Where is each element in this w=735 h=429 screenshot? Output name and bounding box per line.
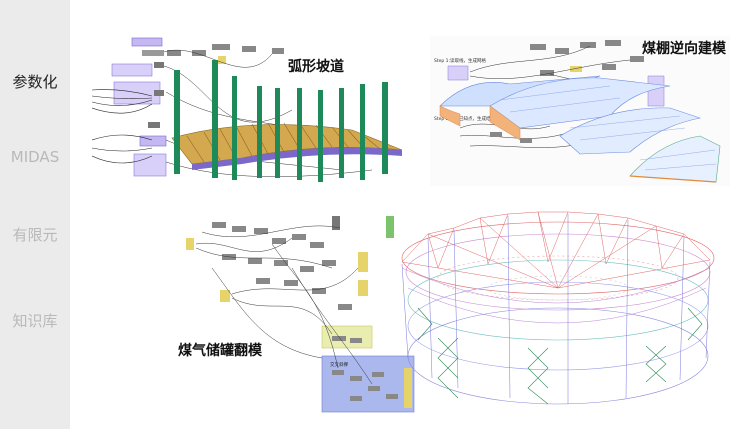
sidebar: 参数化 MIDAS 有限元 知识库 — [0, 0, 70, 429]
sidebar-item-midas[interactable]: MIDAS — [10, 148, 60, 166]
ramp-node-graph — [91, 37, 373, 177]
sidebar-item-fem[interactable]: 有限元 — [12, 226, 58, 244]
shed-step1-label: Step 1:读取线，生成网格 — [434, 57, 487, 64]
tank-3d-panel — [388, 208, 728, 408]
tank-node-graph: 交叉斜撑 — [186, 216, 415, 413]
tank-node-panel: 交叉斜撑 煤气储罐翻模 — [172, 208, 422, 414]
shed-step2-label: Step 2:根据已知点，生成结构 — [434, 115, 496, 122]
tank-group-label: 交叉斜撑 — [330, 361, 348, 368]
shed-node-graph — [447, 40, 665, 148]
shed-panel: Step 1:读取线，生成网格 Step 2:根据已知点，生成结构 煤棚逆向建模 — [430, 36, 730, 186]
ramp-caption: 弧形坡道 — [288, 59, 344, 75]
sidebar-item-parametric[interactable]: 参数化 — [12, 73, 58, 91]
tank-frame-image — [401, 211, 715, 405]
tank-caption: 煤气储罐翻模 — [178, 343, 262, 359]
ramp-columns — [174, 60, 388, 182]
shed-caption: 煤棚逆向建模 — [642, 41, 726, 57]
ramp-panel: 弧形坡道 — [91, 30, 422, 185]
ramp-image — [91, 37, 403, 182]
sidebar-item-knowledge-base[interactable]: 知识库 — [12, 312, 58, 330]
shed-vaults — [439, 75, 721, 183]
ramp-slab — [171, 122, 403, 170]
shed-image: Step 1:读取线，生成网格 Step 2:根据已知点，生成结构 — [430, 36, 730, 186]
